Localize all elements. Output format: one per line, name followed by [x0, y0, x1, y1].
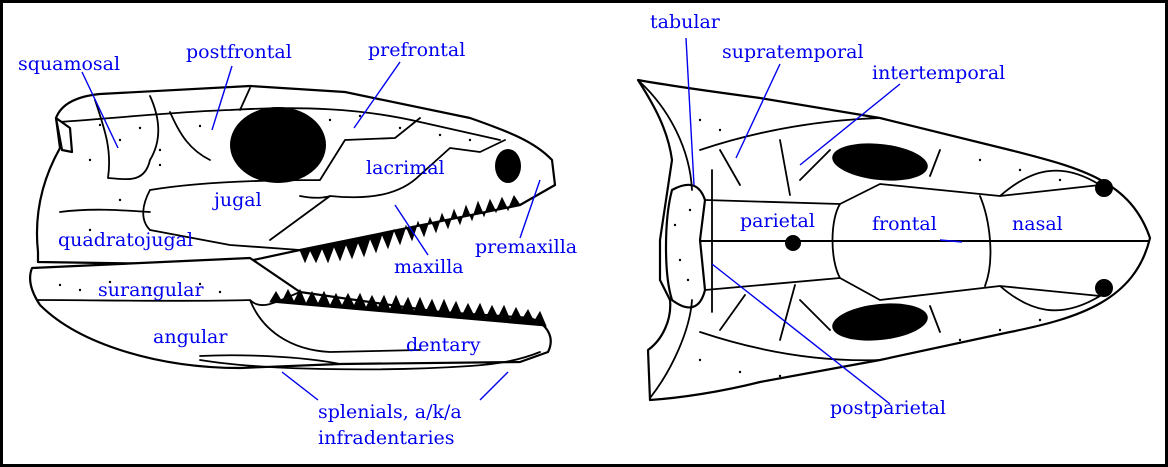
- label-supratemporal: supratemporal: [722, 41, 864, 63]
- label-maxilla: maxilla: [394, 256, 464, 278]
- label-surangular: surangular: [98, 279, 204, 301]
- label-squamosal: squamosal: [18, 53, 120, 75]
- lateral-naris: [495, 149, 521, 183]
- naris-lower: [1095, 279, 1113, 297]
- dorsal-skull-view: tabular supratemporal intertemporal pari…: [638, 11, 1150, 419]
- lateral-skull-view: squamosal postfrontal prefrontal lacrima…: [18, 39, 577, 449]
- label-parietal: parietal: [740, 210, 815, 232]
- label-postparietal: postparietal: [830, 397, 946, 419]
- label-dentary: dentary: [406, 334, 481, 356]
- dorsal-occipital-block: [666, 185, 705, 308]
- lateral-orbit: [230, 107, 326, 183]
- naris-upper: [1095, 179, 1113, 197]
- label-nasal: nasal: [1012, 213, 1063, 235]
- label-jugal: jugal: [212, 189, 262, 211]
- label-prefrontal: prefrontal: [368, 39, 465, 61]
- label-tabular: tabular: [650, 11, 721, 33]
- label-intertemporal: intertemporal: [872, 62, 1005, 84]
- label-premaxilla: premaxilla: [475, 236, 577, 258]
- label-infradentaries: infradentaries: [318, 427, 455, 449]
- label-quadratojugal: quadratojugal: [58, 229, 193, 251]
- label-angular: angular: [153, 326, 228, 348]
- label-postfrontal: postfrontal: [186, 41, 292, 63]
- pineal-foramen: [785, 235, 801, 251]
- label-frontal: frontal: [872, 213, 937, 235]
- label-splenials: splenials, a/k/a: [318, 401, 462, 423]
- label-lacrimal: lacrimal: [366, 157, 445, 179]
